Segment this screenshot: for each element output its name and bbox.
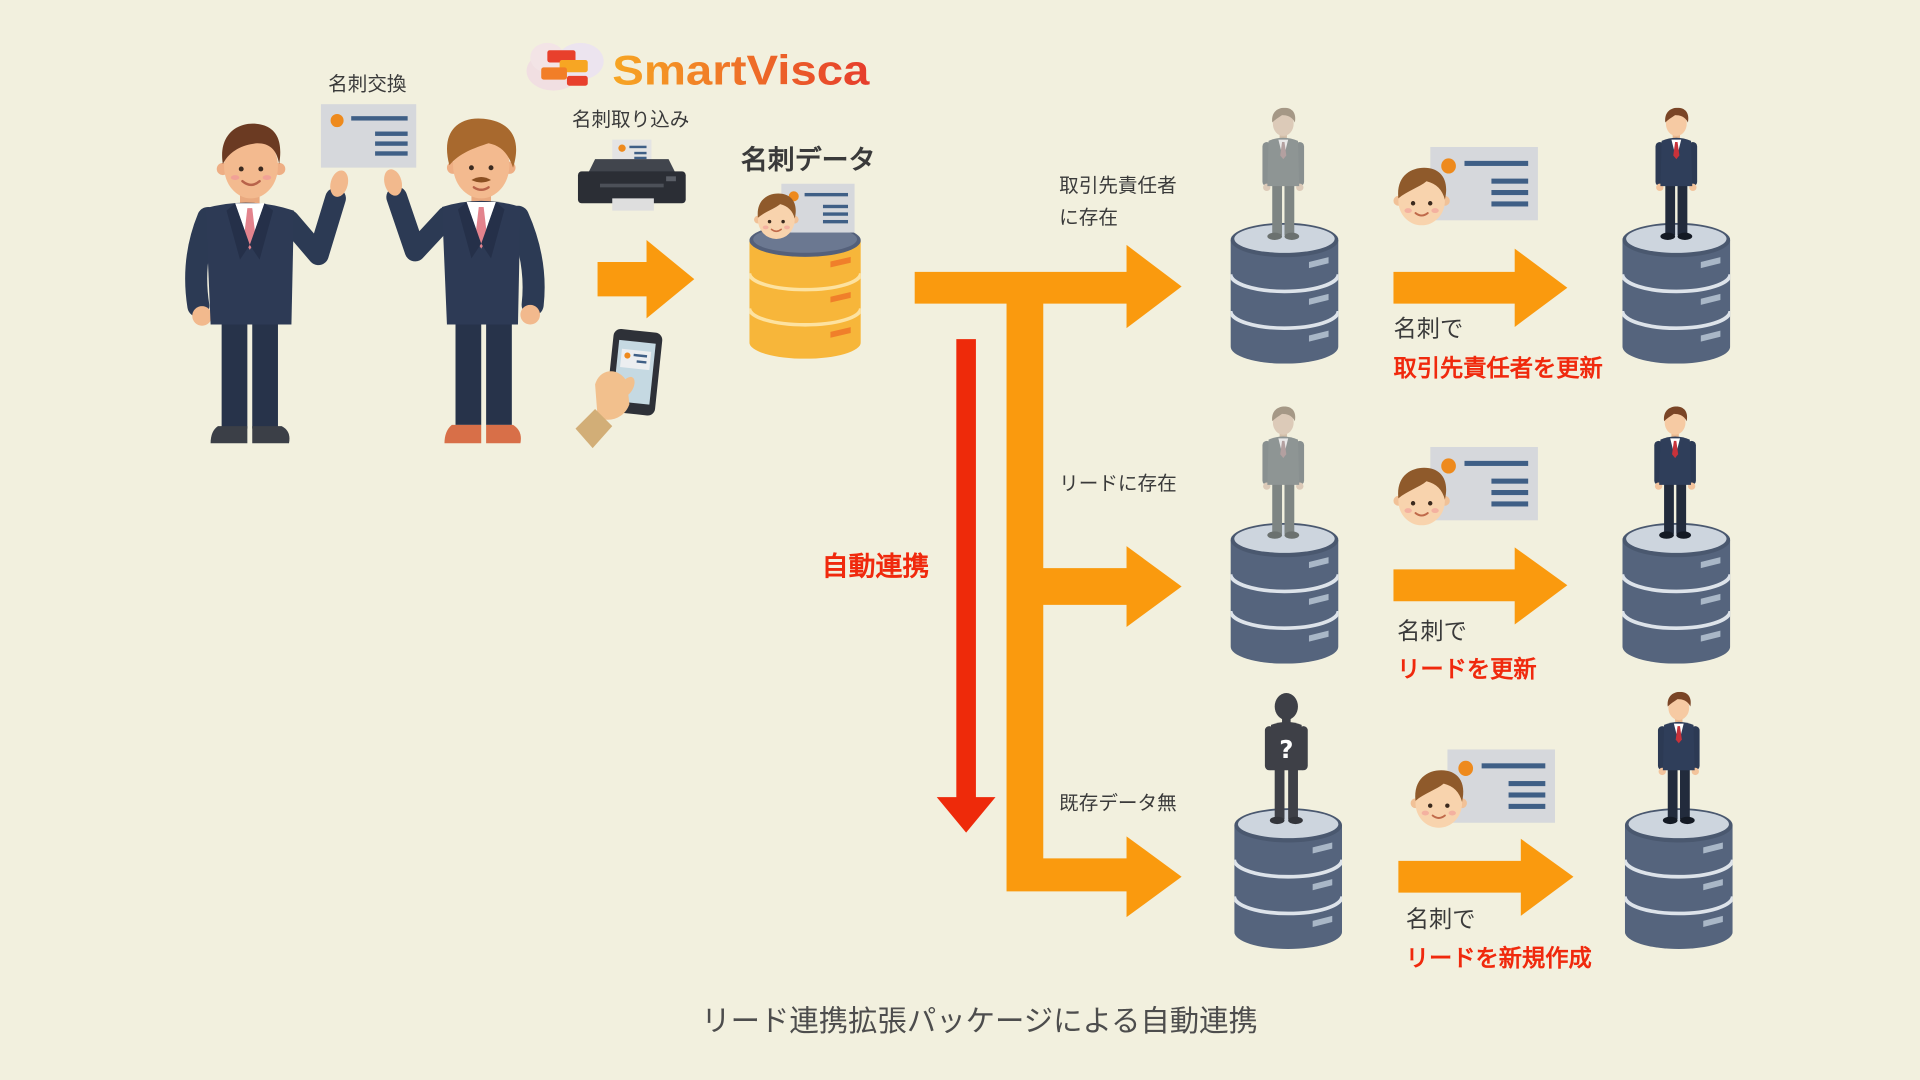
branch-1-source-database-icon	[1230, 222, 1339, 364]
branch-3-condition: 既存データ無	[1059, 791, 1176, 814]
smartphone-icon	[575, 329, 663, 449]
exchange-label: 名刺交換	[328, 73, 407, 96]
branch-2-action: リードを更新	[1397, 656, 1537, 683]
unknown-person-icon: ?	[1264, 693, 1308, 825]
card-capture: 名刺取り込み	[572, 108, 695, 449]
branch-1-condition-line-2: に存在	[1059, 206, 1118, 229]
unknown-mark: ?	[1279, 735, 1293, 764]
exchanged-business-card-icon	[320, 104, 417, 168]
diagram-caption: リード連携拡張パッケージによる自動連携	[701, 1004, 1258, 1038]
capture-arrow	[597, 240, 695, 319]
card-data-store: 名刺データ	[741, 144, 876, 359]
branch-1-action-prefix: 名刺で	[1393, 316, 1463, 343]
hand-icon	[575, 371, 635, 449]
branch-3-action: リードを新規作成	[1406, 945, 1592, 972]
card-data-label: 名刺データ	[741, 144, 876, 176]
branch-3-action-prefix: 名刺で	[1406, 906, 1476, 933]
branch-1-condition-line-1: 取引先責任者	[1059, 174, 1176, 197]
branch-3-source-database-icon	[1234, 808, 1343, 949]
branch-1-update-arrow	[1393, 248, 1568, 327]
branch-2-business-card-icon	[1430, 446, 1538, 521]
branch-2-condition: リードに存在	[1059, 472, 1176, 495]
capture-label: 名刺取り込み	[572, 108, 689, 131]
logo-mark-icon	[526, 42, 604, 91]
branch-2-source-database-icon	[1230, 522, 1339, 664]
branch-no-existing-data: 既存データ無 ? 名刺で リードを新規作成	[1059, 691, 1733, 972]
branch-lead-exists: リードに存在 名刺で リードを更新	[1059, 406, 1731, 683]
branch-3-result-database-icon	[1624, 808, 1733, 949]
smartvisca-logo: SmartVisca	[526, 42, 870, 93]
branch-contact-exists: 取引先責任者 に存在 名刺で 取引先責任者を更新	[1059, 107, 1731, 382]
branch-1-action: 取引先責任者を更新	[1393, 355, 1602, 382]
branch-2-result-database-icon	[1622, 522, 1731, 664]
branch-2-action-prefix: 名刺で	[1397, 618, 1467, 645]
businessman-left-icon	[185, 123, 349, 444]
branch-3-create-arrow	[1398, 838, 1574, 916]
branch-1-result-database-icon	[1622, 222, 1731, 364]
auto-sync-arrow	[936, 339, 996, 833]
branch-flow-arrow	[914, 244, 1182, 918]
businessman-right-icon	[384, 118, 545, 444]
logo-wordmark: SmartVisca	[612, 46, 870, 93]
card-exchange-scene: 名刺交換	[185, 73, 545, 444]
auto-sync-label: 自動連携	[822, 551, 930, 583]
branch-3-business-card-icon	[1447, 749, 1556, 823]
scanner-icon	[577, 139, 686, 211]
branch-1-business-card-icon	[1430, 146, 1538, 221]
card-data-database-icon	[749, 224, 861, 359]
branch-2-update-arrow	[1393, 547, 1568, 625]
